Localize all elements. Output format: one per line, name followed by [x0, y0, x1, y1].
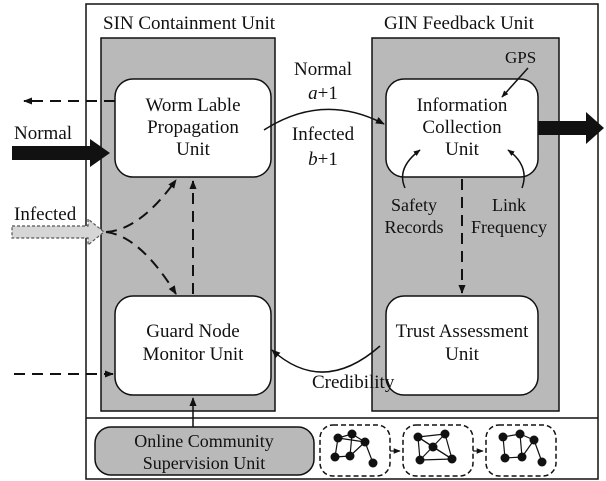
- infected-to-guard-dashed-arrow: [105, 231, 177, 295]
- worm-unit-line2: Propagation: [147, 117, 239, 138]
- worm-to-info-arrow: [263, 108, 385, 131]
- normal-input-arrow: [12, 139, 110, 167]
- worm-unit-line1: Worm Lable: [145, 95, 240, 116]
- gin-panel-title: GIN Feedback Unit: [384, 13, 535, 34]
- community-graph-2: [402, 424, 474, 477]
- guard-unit-line2: Monitor Unit: [143, 344, 245, 365]
- worm-unit-line3: Unit: [176, 139, 211, 160]
- safety-line2: Records: [385, 217, 444, 237]
- guard-node-monitor-unit: [114, 295, 272, 396]
- info-unit-line2: Collection: [422, 117, 502, 138]
- normal-flow-label: Normal: [294, 59, 352, 80]
- worm-lable-propagation-unit: [114, 78, 272, 178]
- community-graph-3: [485, 424, 557, 477]
- normal-input-label: Normal: [14, 123, 72, 144]
- infected-flow-increment: +1: [318, 149, 338, 170]
- sin-panel-title: SIN Containment Unit: [103, 13, 276, 34]
- trust-unit-line1: Trust Assessment: [396, 321, 530, 342]
- infected-flow-label: Infected: [292, 124, 355, 145]
- trust-assessment-unit: [385, 295, 539, 396]
- info-unit-line3: Unit: [445, 139, 480, 160]
- gps-label: GPS: [505, 48, 536, 67]
- info-right-output-arrow: [538, 112, 604, 144]
- infected-flow-var: b: [308, 149, 318, 170]
- trust-unit-line2: Unit: [445, 344, 480, 365]
- normal-flow-var: a: [308, 83, 318, 104]
- normal-flow-formula: a+1: [308, 83, 338, 104]
- infected-input-label: Infected: [14, 204, 77, 225]
- infected-input-arrow: [11, 217, 105, 247]
- credibility-label: Credibility: [312, 372, 395, 393]
- gps-arrow: [501, 67, 529, 98]
- info-unit-line1: Information: [417, 95, 508, 116]
- guard-unit-line1: Guard Node: [146, 321, 239, 342]
- community-graph-2-nodes: [413, 429, 457, 465]
- online-line2: Supervision Unit: [143, 453, 266, 473]
- community-graph-1: [319, 424, 391, 477]
- link-line2: Frequency: [471, 217, 547, 237]
- online-community-supervision-unit: [94, 426, 315, 476]
- community-graph-1-nodes: [330, 429, 378, 468]
- trust-to-guard-arrow: [271, 345, 381, 373]
- online-line1: Online Community: [134, 431, 274, 451]
- safety-records-arrow: [401, 149, 421, 189]
- infected-to-worm-dashed-arrow: [105, 179, 177, 233]
- safety-line1: Safety: [391, 195, 437, 215]
- community-graph-3-nodes: [498, 429, 547, 467]
- link-frequency-arrow: [507, 149, 525, 189]
- normal-flow-increment: +1: [318, 83, 338, 104]
- infected-flow-formula: b+1: [308, 149, 338, 170]
- link-line1: Link: [492, 195, 526, 215]
